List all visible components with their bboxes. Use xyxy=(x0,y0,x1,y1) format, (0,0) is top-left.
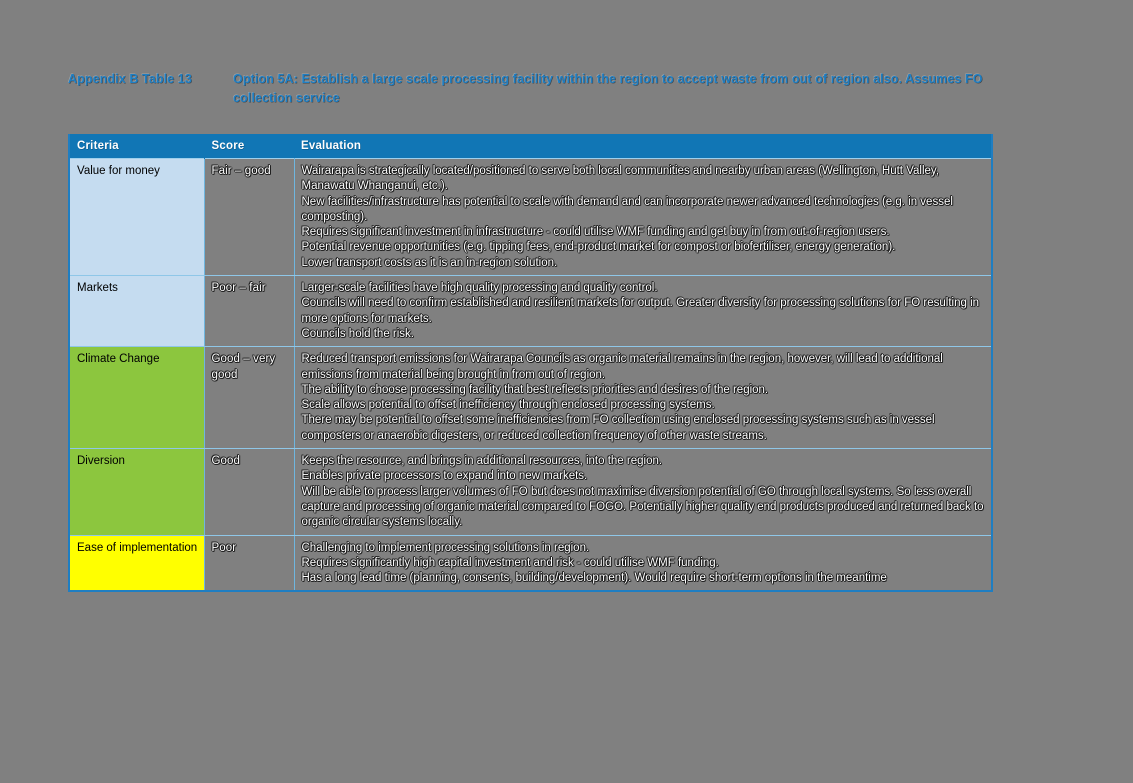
evaluation-paragraph: Enables private processors to expand int… xyxy=(301,470,588,483)
criteria-cell: Markets xyxy=(68,275,205,348)
evaluation-paragraph: Scale allows potential to offset ineffic… xyxy=(301,399,715,412)
evaluation-cell: Larger-scale facilities have high qualit… xyxy=(293,275,993,348)
evaluation-paragraph: New facilities/infrastructure has potent… xyxy=(301,195,953,223)
score-cell: Good – very good xyxy=(203,346,295,450)
evaluation-paragraph: Lower transport costs as it is an in-reg… xyxy=(301,256,558,269)
table-header: Criteria Score Evaluation xyxy=(69,134,992,159)
evaluation-paragraph: Councils will need to confirm establishe… xyxy=(301,297,980,325)
evaluation-table: Criteria Score Evaluation Value for mone… xyxy=(68,134,993,593)
evaluation-paragraph: The ability to choose processing facilit… xyxy=(301,383,769,396)
evaluation-paragraph: Requires significantly high capital inve… xyxy=(301,556,719,569)
evaluation-paragraph: Larger-scale facilities have high qualit… xyxy=(301,282,658,295)
evaluation-cell: Challenging to implement processing solu… xyxy=(293,534,993,592)
evaluation-paragraph: Will be able to process larger volumes o… xyxy=(301,485,984,529)
evaluation-paragraph: Potential revenue opportunities (e.g. ti… xyxy=(301,241,896,254)
criteria-cell: Ease of implementation xyxy=(68,534,205,592)
evaluation-paragraph: Keeps the resource, and brings in additi… xyxy=(301,455,663,468)
appendix-title-block: Appendix B Table 13 Option 5A: Establish… xyxy=(68,70,1033,108)
evaluation-cell: Wairarapa is strategically located/posit… xyxy=(293,157,993,277)
evaluation-paragraph: Reduced transport emissions for Wairarap… xyxy=(301,353,943,381)
criteria-cell: Diversion xyxy=(68,448,205,536)
score-cell: Poor xyxy=(203,534,295,592)
evaluation-paragraph: Has a long lead time (planning, consents… xyxy=(301,572,887,585)
evaluation-cell: Reduced transport emissions for Wairarap… xyxy=(293,346,993,450)
column-header-evaluation: Evaluation xyxy=(294,134,992,159)
column-header-score: Score xyxy=(204,134,294,159)
criteria-cell: Value for money xyxy=(68,157,205,277)
evaluation-paragraph: Wairarapa is strategically located/posit… xyxy=(301,165,940,193)
evaluation-paragraph: Councils hold the risk. xyxy=(301,327,415,340)
score-cell: Fair – good xyxy=(203,157,295,277)
appendix-table-title: Option 5A: Establish a large scale proce… xyxy=(233,72,983,105)
score-cell: Poor – fair xyxy=(203,275,295,348)
column-header-criteria: Criteria xyxy=(69,134,205,159)
evaluation-paragraph: There may be potential to offset some in… xyxy=(301,414,935,442)
evaluation-paragraph: Challenging to implement processing solu… xyxy=(301,541,590,554)
criteria-cell: Climate Change xyxy=(68,346,205,450)
appendix-table-label: Appendix B Table 13 xyxy=(68,72,192,86)
evaluation-paragraph: Requires significant investment in infra… xyxy=(301,226,890,239)
score-cell: Good xyxy=(203,448,295,536)
evaluation-cell: Keeps the resource, and brings in additi… xyxy=(293,448,993,536)
table-header-row: Criteria Score Evaluation xyxy=(69,134,992,159)
